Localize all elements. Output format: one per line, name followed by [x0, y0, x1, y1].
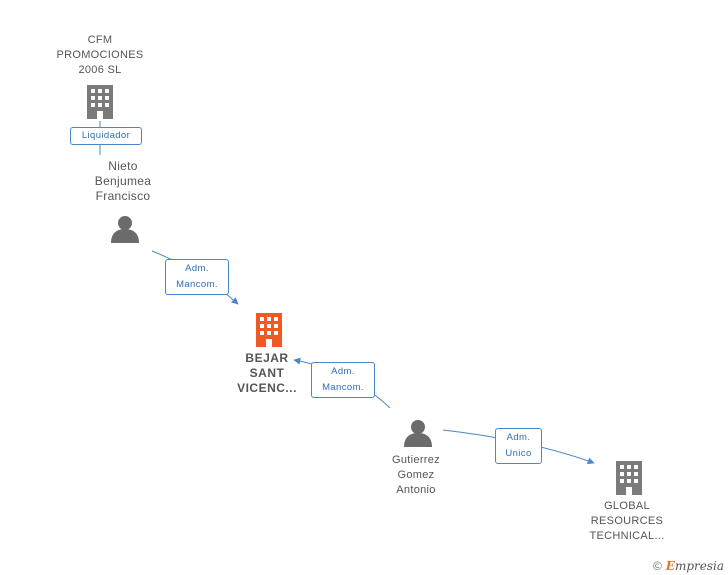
footer-brand[interactable]: © Empresia [653, 559, 724, 573]
node-label-nieto[interactable]: Nieto Benjumea Francisco [94, 159, 152, 203]
person-icon[interactable] [111, 216, 139, 243]
node-label-cfm[interactable]: CFM PROMOCIONES 2006 SL [56, 34, 144, 76]
edge-label-adm-mancom-1[interactable]: Adm. Mancom. [165, 259, 229, 295]
person-icon[interactable] [404, 420, 432, 447]
edge-label-adm-mancom-2[interactable]: Adm. Mancom. [311, 362, 375, 398]
edge-label-adm-unico[interactable]: Adm. Unico [495, 428, 542, 464]
node-label-gutierrez[interactable]: Gutierrez Gomez Antonio [392, 454, 440, 496]
node-label-bejar[interactable]: BEJAR SANT VICENC... [237, 351, 297, 395]
empresia-logo: Empresia [665, 559, 724, 573]
copyright-symbol: © [652, 559, 662, 573]
node-label-global[interactable]: GLOBAL RESOURCES TECHNICAL... [589, 500, 665, 542]
building-icon[interactable] [87, 85, 113, 119]
edge-label-liquidador[interactable]: Liquidador [70, 127, 142, 145]
building-icon[interactable] [256, 313, 282, 347]
building-icon[interactable] [616, 461, 642, 495]
